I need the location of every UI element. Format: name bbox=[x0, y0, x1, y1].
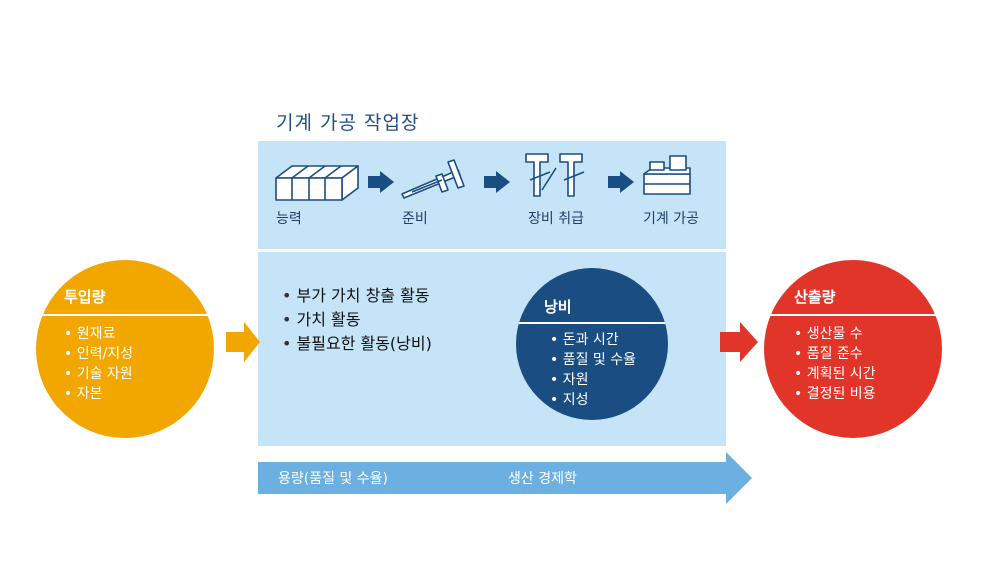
waste-list: 돈과 시간 품질 및 수율 자원 지성 bbox=[550, 330, 636, 410]
blocks-icon bbox=[275, 165, 359, 201]
step-label-equipment-handling: 장비 취급 bbox=[528, 211, 584, 227]
input-item: 자본 bbox=[64, 384, 133, 404]
production-economics-label: 생산 경제학 bbox=[508, 471, 577, 487]
step-label-preparation: 준비 bbox=[402, 211, 428, 227]
waste-item: 지성 bbox=[550, 390, 636, 410]
output-item: 결정된 비용 bbox=[794, 384, 876, 404]
waste-item: 돈과 시간 bbox=[550, 330, 636, 350]
output-item: 품질 준수 bbox=[794, 344, 876, 364]
waste-divider bbox=[516, 322, 668, 324]
output-item: 생산물 수 bbox=[794, 324, 876, 344]
output-circle: 산출량 생산물 수 품질 준수 계획된 시간 결정된 비용 bbox=[764, 260, 942, 438]
step-arrow-icon bbox=[368, 171, 394, 193]
caliper-icon bbox=[401, 159, 465, 199]
step-arrow-icon bbox=[608, 171, 634, 193]
waste-title: 낭비 bbox=[544, 298, 572, 316]
output-item: 계획된 시간 bbox=[794, 364, 876, 384]
input-circle: 투입량 원재료 인력/지성 기술 자원 자본 bbox=[36, 260, 214, 438]
equipment-handling-icon bbox=[525, 153, 585, 197]
output-arrow-icon bbox=[720, 322, 758, 362]
capacity-label: 용량(품질 및 수율) bbox=[278, 471, 388, 487]
input-arrow-icon bbox=[226, 322, 260, 362]
activity-item: 가치 활동 bbox=[282, 308, 432, 332]
waste-circle: 낭비 돈과 시간 품질 및 수율 자원 지성 bbox=[516, 268, 668, 420]
input-divider bbox=[36, 314, 214, 316]
input-list: 원재료 인력/지성 기술 자원 자본 bbox=[64, 324, 133, 404]
machining-icon bbox=[643, 155, 691, 195]
step-label-machining: 기계 가공 bbox=[643, 211, 699, 227]
activities-list: 부가 가치 창출 활동 가치 활동 불필요한 활동(낭비) bbox=[282, 284, 432, 356]
activity-item: 불필요한 활동(낭비) bbox=[282, 332, 432, 356]
output-title: 산출량 bbox=[794, 288, 836, 306]
activity-item: 부가 가치 창출 활동 bbox=[282, 284, 432, 308]
diagram-title: 기계 가공 작업장 bbox=[276, 112, 420, 134]
bottom-arrow-icon bbox=[258, 452, 752, 504]
output-list: 생산물 수 품질 준수 계획된 시간 결정된 비용 bbox=[794, 324, 876, 404]
input-item: 기술 자원 bbox=[64, 364, 133, 384]
waste-item: 품질 및 수율 bbox=[550, 350, 636, 370]
input-item: 원재료 bbox=[64, 324, 133, 344]
step-label-capacity: 능력 bbox=[276, 211, 302, 227]
output-divider bbox=[764, 314, 942, 316]
step-arrow-icon bbox=[484, 171, 510, 193]
input-item: 인력/지성 bbox=[64, 344, 133, 364]
input-title: 투입량 bbox=[64, 288, 106, 306]
waste-item: 자원 bbox=[550, 370, 636, 390]
